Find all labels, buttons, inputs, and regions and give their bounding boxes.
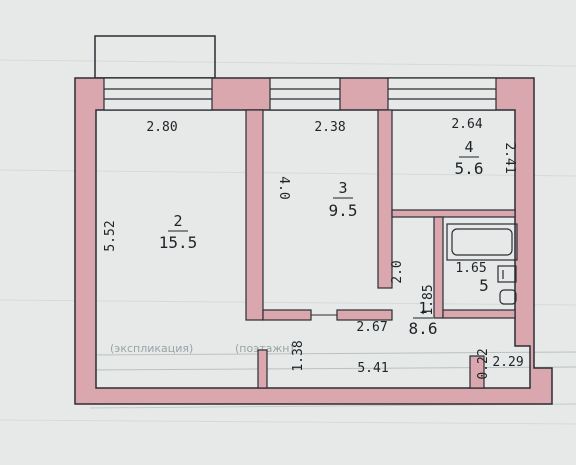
dim-bath-height: 1.85 (421, 284, 436, 315)
room-2-area: 15.5 (159, 233, 198, 252)
doors (311, 225, 393, 316)
dimension-labels: 2.80 2.38 2.64 1.65 2.67 5.41 2.29 0.22 … (103, 117, 524, 380)
room-4-area: 5.6 (455, 159, 484, 178)
dim-room3-height: 4.0 (276, 176, 291, 199)
wall-bathroom-bottom (442, 309, 516, 319)
balcony (94, 35, 216, 79)
dim-hall-width: 2.67 (356, 320, 387, 335)
bathtub-icon (446, 223, 518, 261)
wall-room3-bottom-left (262, 309, 312, 321)
room-1-area: 8.6 (409, 319, 438, 338)
bathroom-area: 5 (479, 276, 489, 295)
window-room-4 (387, 77, 497, 111)
room-labels: 2 15.5 3 9.5 4 5.6 1 8.6 5 (159, 138, 489, 338)
dim-room2-width: 2.80 (146, 120, 177, 135)
dim-total-width: 5.41 (357, 361, 388, 376)
room-4-number: 4 (464, 138, 473, 156)
dim-entry-wall: 0.22 (476, 348, 491, 379)
wall-between-3-4 (377, 109, 393, 289)
dim-entry-width: 2.29 (492, 355, 523, 370)
windows (103, 77, 497, 111)
form-text-2: (поэтажн) (235, 342, 294, 355)
window-room-2 (103, 77, 213, 111)
wall-bathroom-left (433, 216, 444, 319)
wall-entry-right (469, 355, 485, 389)
sink-icon (497, 265, 517, 283)
room-3-area: 9.5 (329, 201, 358, 220)
toilet-icon (499, 289, 517, 305)
room-2-number: 2 (173, 212, 182, 230)
dim-hall-depth: 2.0 (390, 260, 405, 283)
partitions (245, 109, 516, 389)
dim-room3-width: 2.38 (314, 120, 345, 135)
room-3-number: 3 (338, 179, 347, 197)
bathroom-fixtures (446, 223, 518, 305)
dim-room2-height: 5.52 (103, 220, 118, 251)
wall-room3-bottom-right (336, 309, 393, 321)
wall-entry-stub (257, 349, 268, 389)
wall-room4-bottom (391, 209, 516, 218)
outer-walls (74, 77, 553, 405)
form-text-1: (экспликация) (110, 342, 193, 355)
dim-room4-width: 2.64 (451, 117, 482, 132)
dim-room4-height: 2.41 (502, 142, 517, 173)
wall-between-2-3 (245, 109, 264, 321)
room-1-number: 1 (418, 299, 427, 317)
dim-entry-depth: 1.38 (291, 340, 306, 371)
dim-bath-width: 1.65 (455, 261, 486, 276)
window-room-3 (269, 77, 341, 111)
